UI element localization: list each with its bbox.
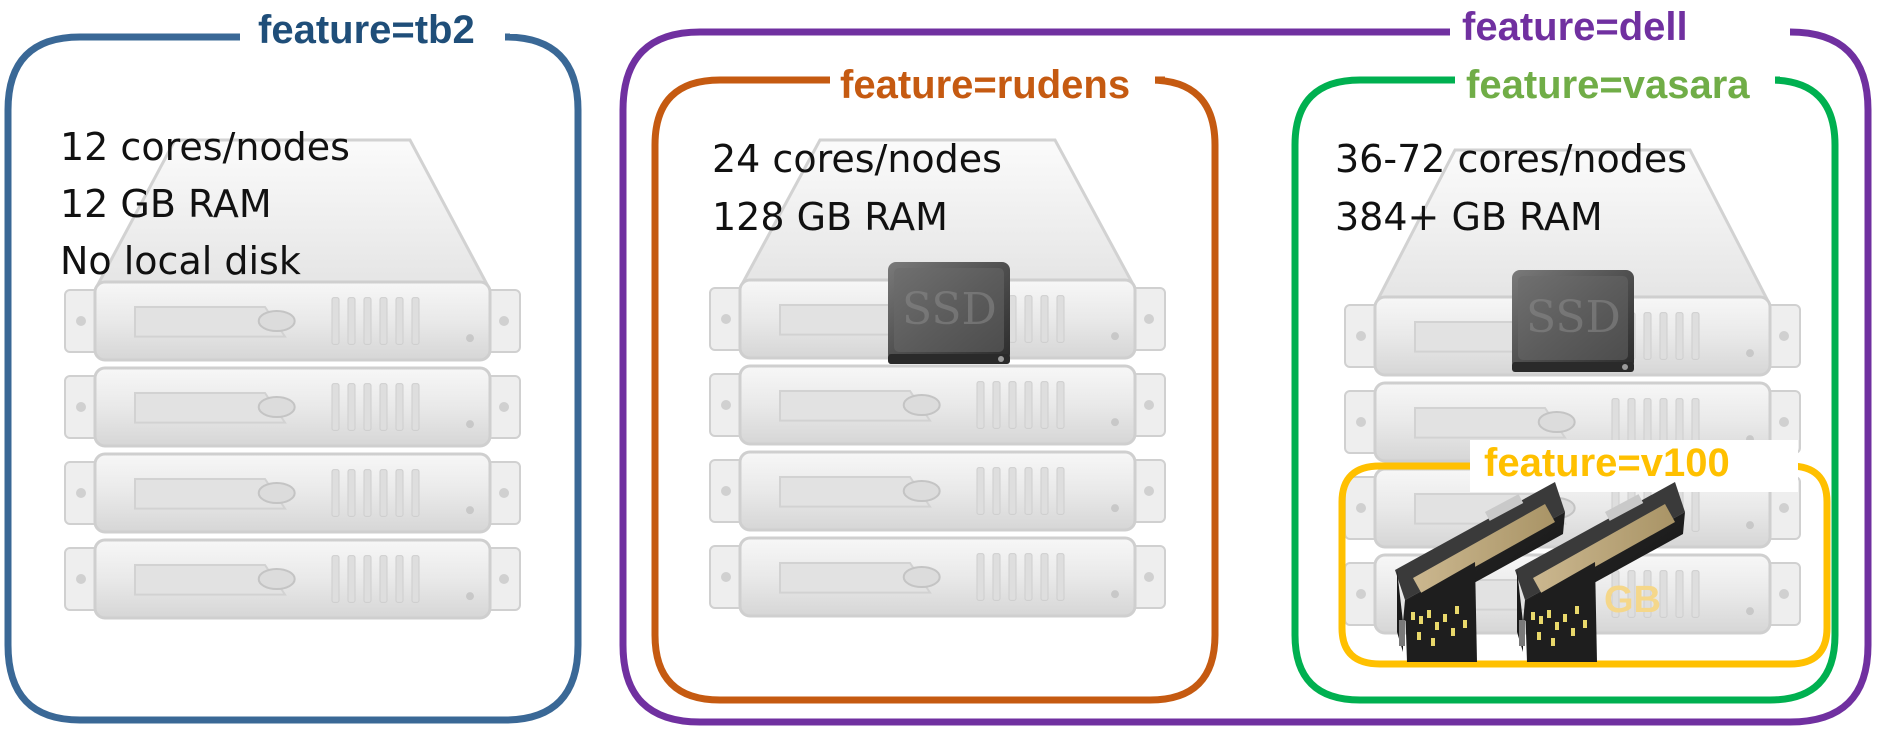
dell-group-border [619,28,1872,726]
tb2-specs: 12 cores/nodes 12 GB RAM No local disk [60,125,350,283]
ssd-label: SSD [1526,292,1621,343]
ssd-label: SSD [902,284,997,335]
tb2-spec-ram: 12 GB RAM [60,182,272,226]
rudens-feature-label: feature=rudens [840,63,1130,107]
ssd-icon: SSD [888,262,1010,364]
ssd-icon: SSD [1512,270,1634,372]
vasara-group-border [1291,76,1839,704]
tb2-feature-label: feature=tb2 [258,8,475,52]
vasara-spec-ram: 384+ GB RAM [1335,195,1603,239]
vasara-specs: 36-72 cores/nodes 384+ GB RAM [1335,137,1687,239]
gpu-overlay-text: GB [1604,579,1661,621]
server-stack-icon [64,138,521,620]
tb2-spec-disk: No local disk [60,239,301,283]
rudens-spec-cores: 24 cores/nodes [712,137,1002,181]
v100-group-border [1338,462,1831,668]
rudens-specs: 24 cores/nodes 128 GB RAM [712,137,1002,239]
gpu-card-icon [1395,482,1565,662]
vasara-feature-label: feature=vasara [1466,63,1750,107]
dell-feature-label: feature=dell [1462,5,1688,49]
vasara-spec-cores: 36-72 cores/nodes [1335,137,1687,181]
rudens-group-border [651,76,1219,704]
gpu-card-icon [1515,482,1685,662]
v100-feature-label: feature=v100 [1484,441,1730,485]
tb2-group-border [4,33,582,724]
rudens-spec-ram: 128 GB RAM [712,195,948,239]
tb2-spec-cores: 12 cores/nodes [60,125,350,169]
